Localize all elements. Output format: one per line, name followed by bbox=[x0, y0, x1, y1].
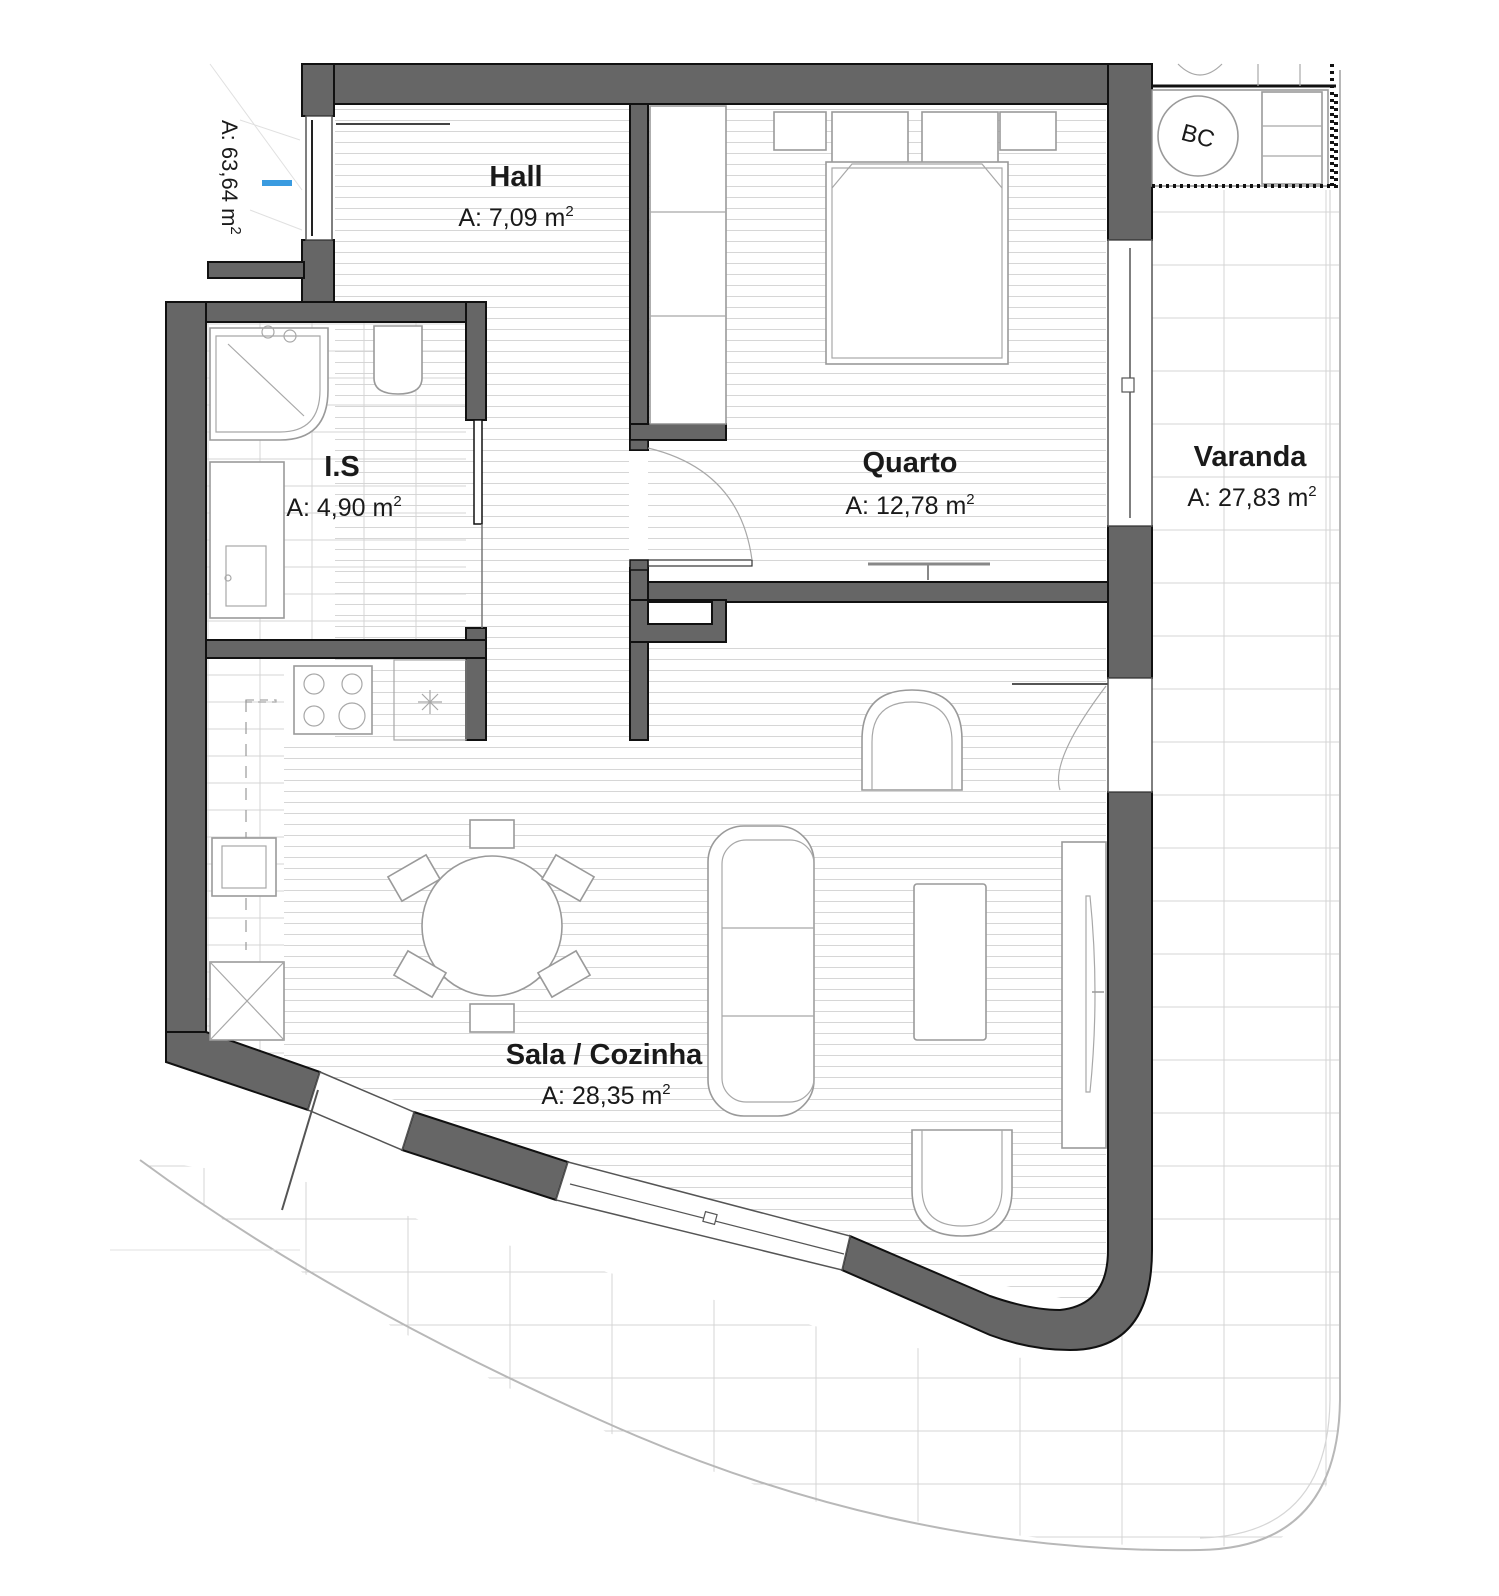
room-area-varanda: A: 27,83 m2 bbox=[1187, 483, 1316, 512]
shower-tray bbox=[209, 327, 329, 441]
terrace-edge-inner bbox=[1199, 190, 1331, 1539]
wardrobe bbox=[649, 105, 727, 425]
room-area-hall: A: 7,09 m2 bbox=[458, 203, 573, 232]
armchair bbox=[911, 1129, 1013, 1237]
labels: A: 63,64 m2 Hall A: 7,09 m2 I.S A: 4,90 … bbox=[217, 119, 1317, 1110]
openings bbox=[281, 115, 1153, 1271]
walls bbox=[165, 63, 1153, 1352]
vanity bbox=[209, 461, 285, 619]
pillow bbox=[831, 111, 909, 165]
room-name-varanda: Varanda bbox=[1194, 441, 1308, 473]
furniture bbox=[209, 63, 1338, 1237]
total-area-label: A: 63,64 m2 bbox=[217, 120, 244, 235]
total-area-marker bbox=[262, 180, 292, 186]
total-area-exp: 2 bbox=[227, 226, 244, 234]
sofa bbox=[707, 825, 815, 1117]
dining-set bbox=[386, 819, 596, 1033]
room-name-hall: Hall bbox=[489, 161, 542, 193]
toilet bbox=[373, 325, 423, 395]
pillow bbox=[921, 111, 999, 165]
total-area-text: A: 63,64 m bbox=[217, 120, 242, 226]
sink bbox=[211, 837, 277, 897]
double-bed bbox=[825, 161, 1009, 365]
room-name-sala: Sala / Cozinha bbox=[506, 1039, 703, 1071]
coffee-table bbox=[913, 883, 987, 1041]
room-name-quarto: Quarto bbox=[862, 447, 957, 479]
cooktop bbox=[293, 665, 373, 735]
room-name-is: I.S bbox=[324, 451, 359, 483]
room-area-is: A: 4,90 m2 bbox=[286, 493, 401, 522]
terrace-edge-curve bbox=[139, 70, 1341, 1552]
varanda-floor bbox=[140, 190, 1340, 1547]
sala-floor bbox=[284, 640, 1106, 1300]
room-area-quarto: A: 12,78 m2 bbox=[845, 491, 974, 520]
boiler-circle bbox=[1157, 95, 1239, 177]
armchair bbox=[861, 689, 963, 791]
tv-unit bbox=[1061, 841, 1107, 1149]
room-area-sala: A: 28,35 m2 bbox=[541, 1081, 670, 1110]
